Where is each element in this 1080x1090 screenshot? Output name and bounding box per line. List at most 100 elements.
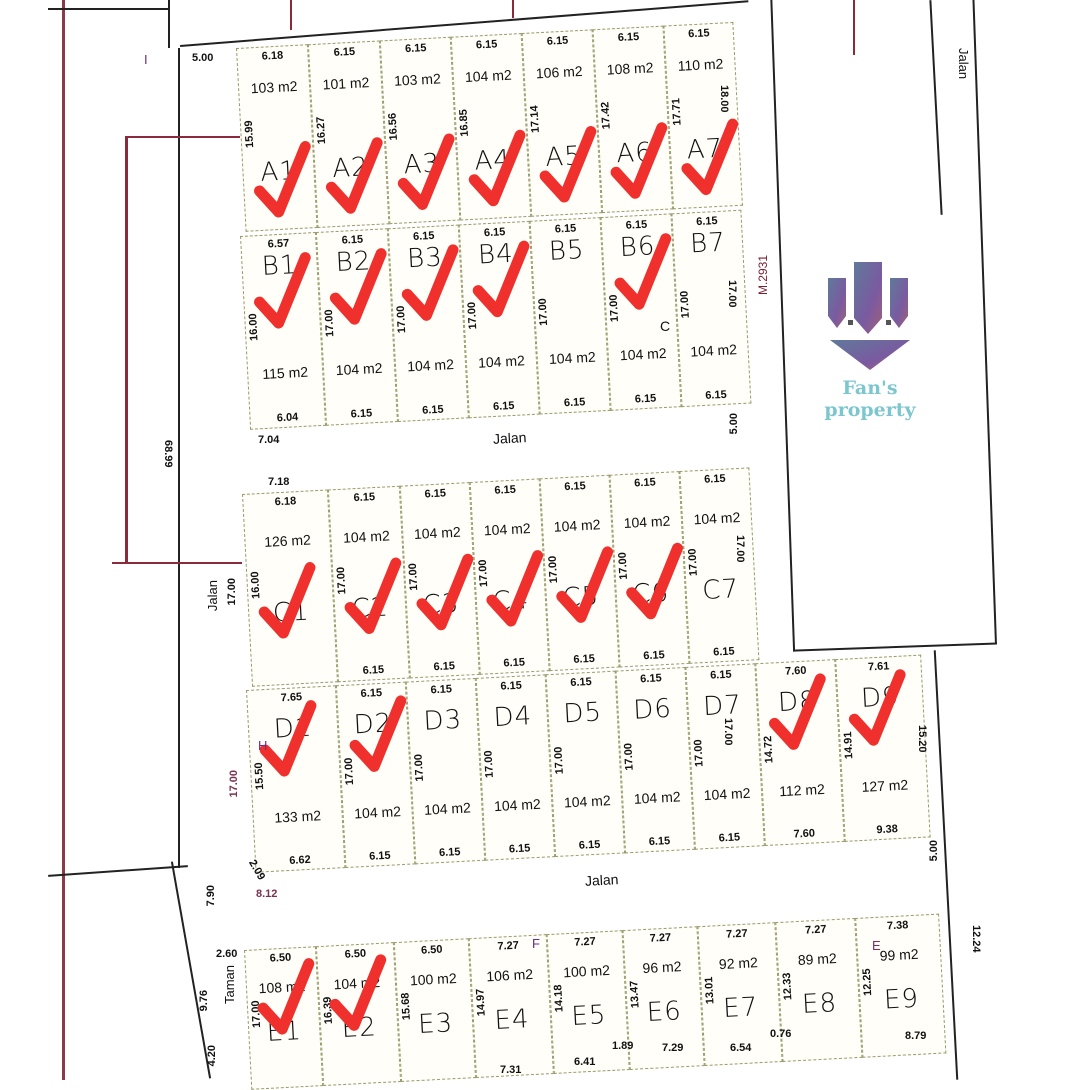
- lot-area: 89 m2: [797, 950, 838, 969]
- lot-area: 104 m2: [623, 512, 671, 532]
- lot-depth: 16.27: [314, 116, 329, 145]
- lot-bottom-width: [253, 678, 337, 682]
- lot-bottom-width: 6.15: [573, 652, 596, 666]
- lot-bottom-width: [532, 209, 601, 213]
- boundary-line: [512, 0, 514, 18]
- dimension-label: 68.99: [162, 440, 174, 468]
- lot-bottom-width: 6.15: [704, 388, 727, 402]
- lot-bottom-width: 6.15: [433, 660, 456, 674]
- lot-bottom-width: 6.15: [368, 849, 391, 863]
- lot-bottom-width: 6.15: [578, 838, 601, 852]
- lot-top-width: 6.18: [261, 49, 284, 63]
- dimension-label: 17.00: [734, 535, 746, 563]
- lot-bottom-width: 6.15: [648, 835, 671, 849]
- lot-depth: 17.00: [412, 753, 426, 782]
- lot-bottom-width: 6.15: [350, 407, 373, 421]
- lot-area: 99 m2: [879, 945, 919, 964]
- marker-letter: C: [660, 318, 671, 334]
- road-label: Jalan: [956, 48, 971, 80]
- lot-depth: 17.00: [465, 301, 480, 330]
- lot-label: B4: [477, 238, 515, 271]
- boundary-line: [853, 0, 855, 55]
- lot-depth: 17.00: [406, 562, 421, 591]
- boundary-line: [168, 0, 170, 48]
- lot-depth: 17.00: [686, 547, 700, 576]
- lot-area: 92 m2: [718, 954, 759, 973]
- lot-top-width: 6.15: [633, 476, 656, 490]
- lot-depth: 16.00: [247, 313, 261, 342]
- logo-building-icon: [828, 262, 910, 370]
- lot-top-width: 6.15: [424, 487, 447, 501]
- lot-top-width: 6.15: [353, 491, 376, 505]
- lot-area: 108 m2: [258, 977, 306, 997]
- lot-area: 104 m2: [413, 523, 462, 543]
- logo-text: Fan's property: [824, 377, 916, 421]
- lot-top-width: 6.15: [360, 686, 383, 700]
- lot-top-width: 6.15: [639, 672, 662, 686]
- lot-label: C2: [351, 592, 390, 625]
- dimension-label: 9.76: [198, 990, 210, 1012]
- road-label: Jalan: [205, 580, 220, 612]
- lot-label: B1: [261, 250, 299, 282]
- marker-letter: I: [144, 52, 148, 67]
- lot-label: A7: [686, 133, 724, 166]
- lot-area: 103 m2: [393, 70, 442, 89]
- lot-area: 133 m2: [273, 807, 322, 826]
- lot-top-width: 6.15: [404, 42, 427, 56]
- lot-depth: 17.00: [622, 742, 636, 771]
- lot-bottom-width: [402, 1074, 475, 1078]
- lot-area: 112 m2: [778, 780, 826, 800]
- dimension-label: 0.76: [770, 1028, 792, 1040]
- dimension-label: 17.00: [228, 770, 240, 798]
- lot-label: A2: [331, 152, 370, 185]
- dimension-label: 7.29: [662, 1042, 684, 1054]
- dimension-label: 4.20: [206, 1045, 218, 1067]
- lot-bottom-width: [252, 1082, 322, 1086]
- lot-depth: 16.56: [386, 112, 401, 141]
- lot-top-width: 6.50: [420, 943, 443, 957]
- lot-label: B6: [619, 231, 657, 264]
- lot-area: 104 m2: [335, 359, 383, 379]
- dimension-label: 5.00: [192, 52, 214, 64]
- lot-label: B2: [334, 246, 373, 279]
- lot-depth: 17.00: [692, 738, 706, 767]
- lot-label: B5: [548, 235, 586, 267]
- dimension-label: 17.00: [726, 280, 738, 308]
